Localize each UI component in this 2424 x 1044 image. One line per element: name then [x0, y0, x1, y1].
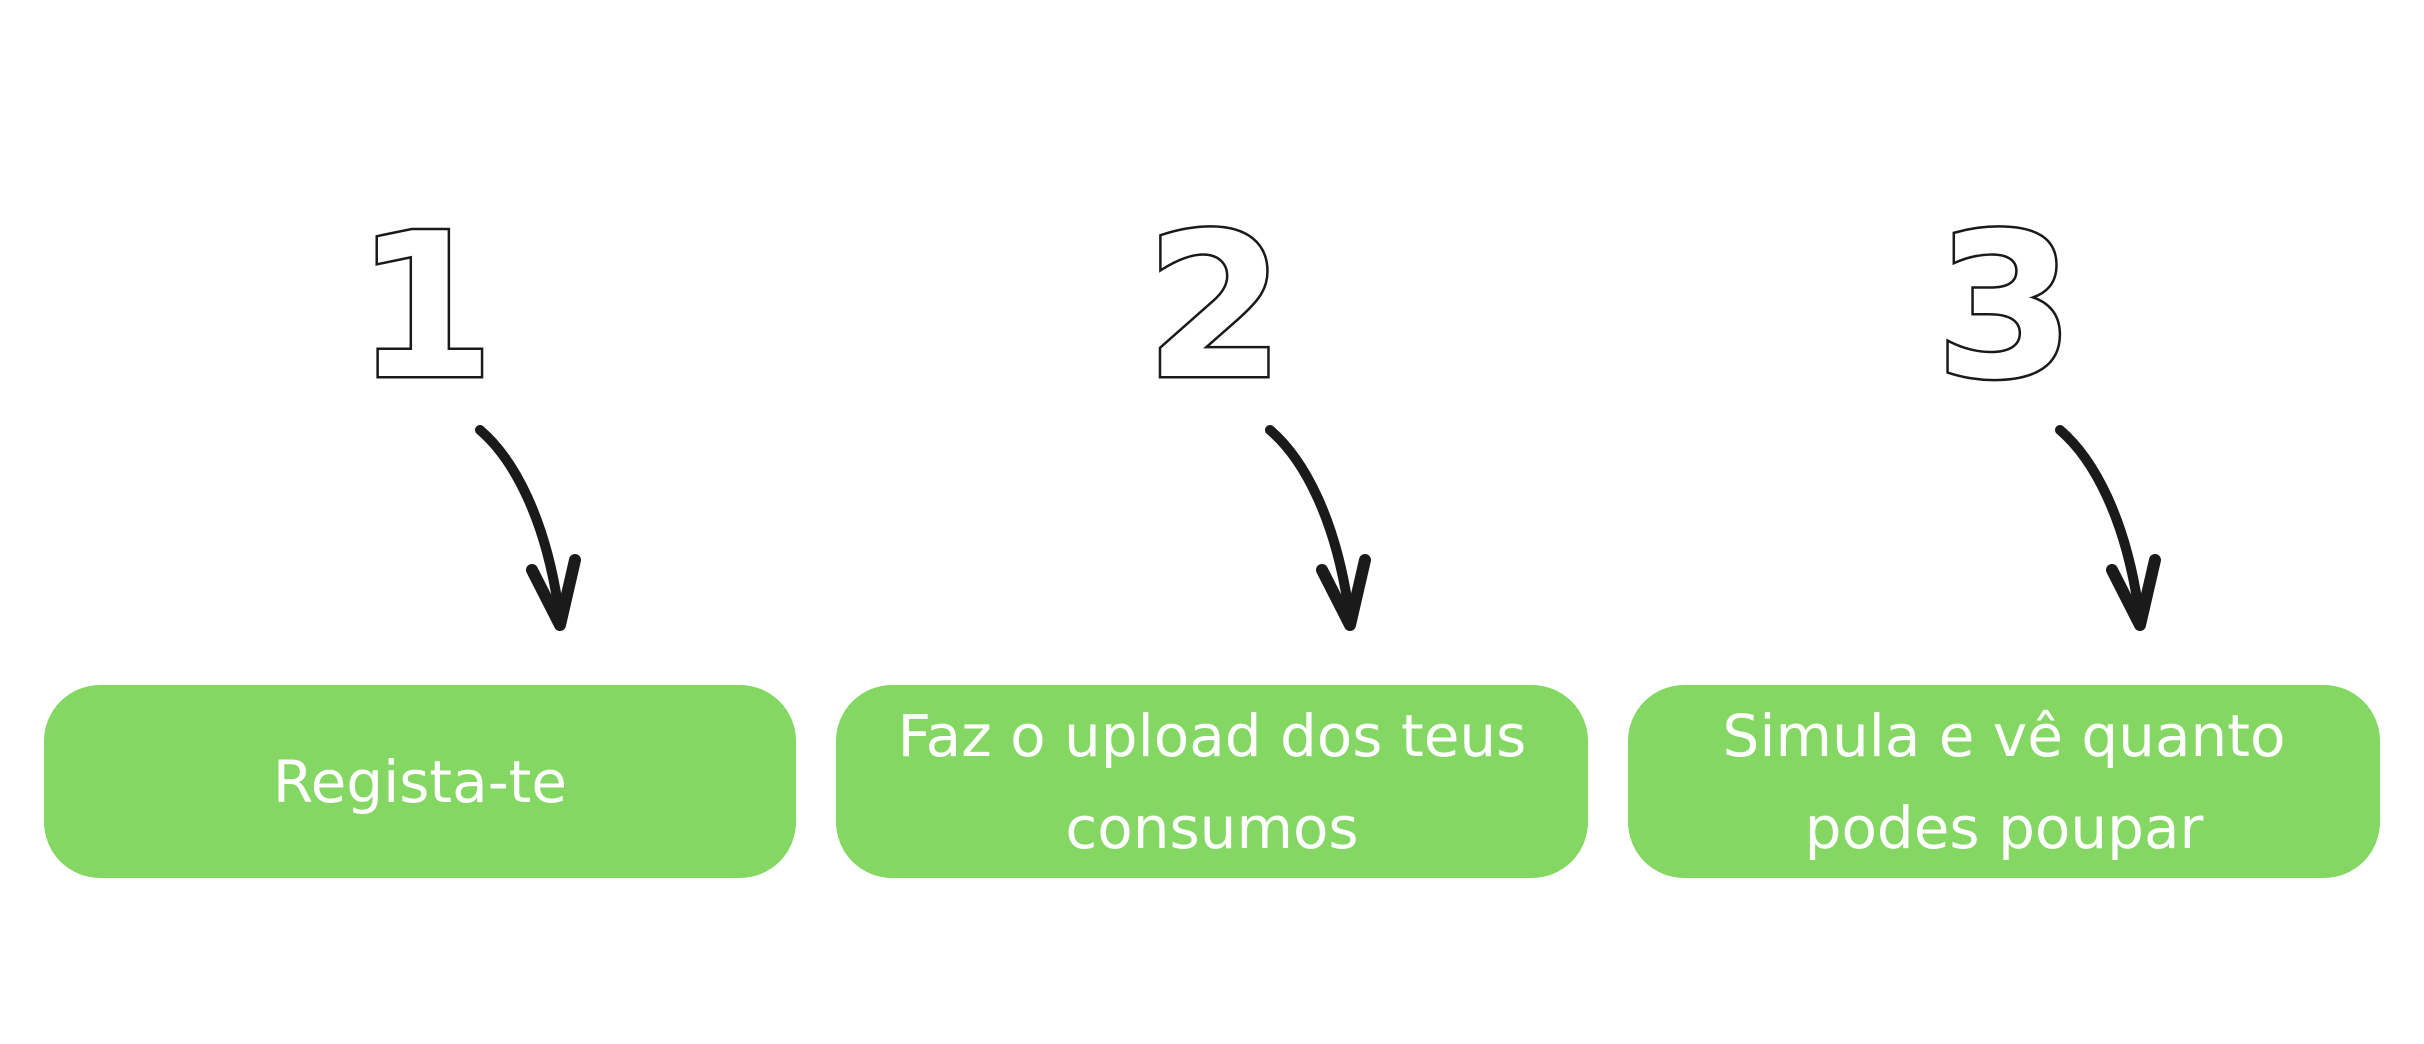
- number-one-icon: 1: [353, 189, 497, 427]
- step-2: 2 Faz o upload dos teus consumos: [832, 0, 1592, 1044]
- simulate-savings-step-button[interactable]: Simula e vê quanto podes poupar: [1628, 685, 2380, 878]
- number-three-icon: 3: [1933, 189, 2077, 427]
- register-step-button[interactable]: Regista-te: [44, 685, 796, 878]
- step-3: 3 Simula e vê quanto podes poupar: [1624, 0, 2384, 1044]
- curved-arrow-down-icon: [1260, 420, 1380, 640]
- step-2-label: Faz o upload dos teus consumos: [897, 701, 1527, 862]
- step-2-number: 2: [1145, 191, 1284, 424]
- number-two-icon: 2: [1143, 189, 1287, 427]
- step-3-label: Simula e vê quanto podes poupar: [1722, 701, 2286, 862]
- step-1-label: Regista-te: [272, 747, 568, 816]
- upload-consumption-step-button[interactable]: Faz o upload dos teus consumos: [836, 685, 1588, 878]
- curved-arrow-down-icon: [470, 420, 590, 640]
- step-3-number: 3: [1935, 191, 2074, 424]
- step-1: 1 Regista-te: [40, 0, 800, 1044]
- curved-arrow-down-icon: [2050, 420, 2170, 640]
- step-1-number: 1: [355, 191, 494, 424]
